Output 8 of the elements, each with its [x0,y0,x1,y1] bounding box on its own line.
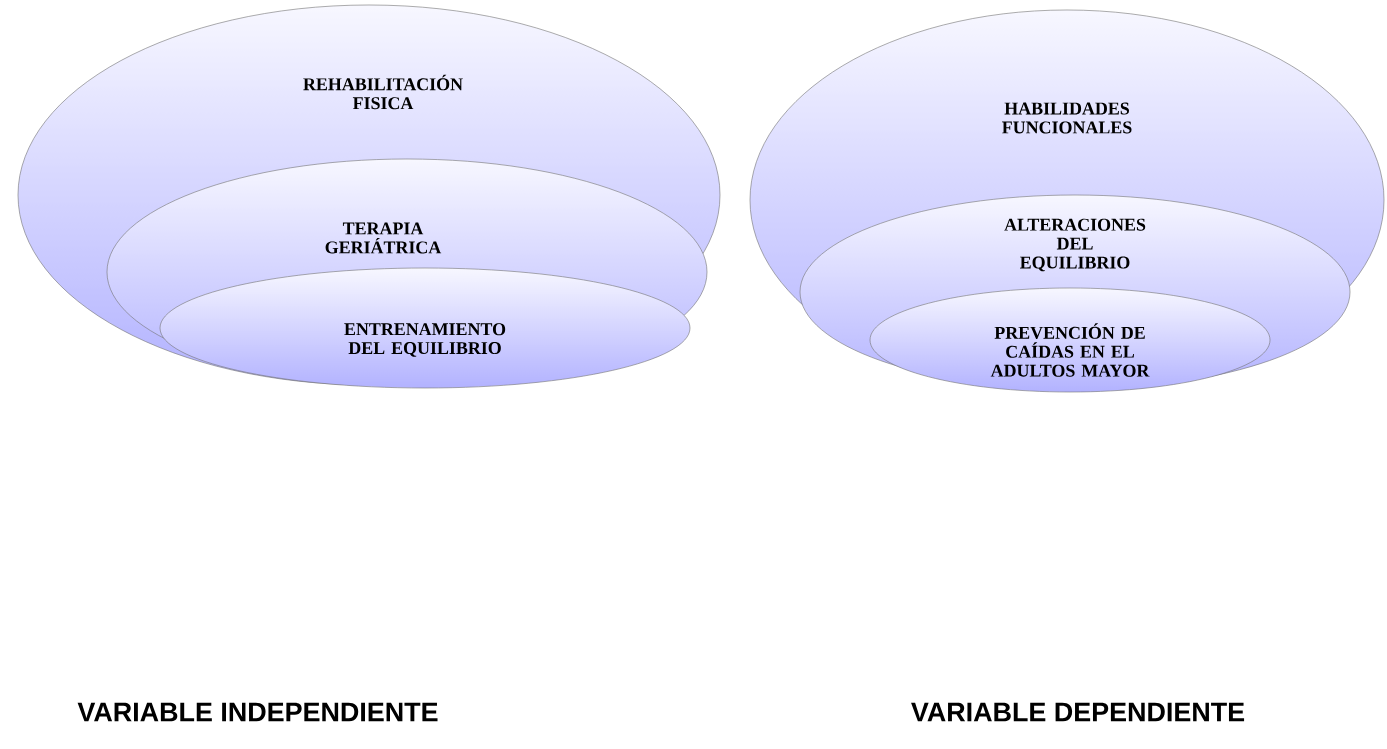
ellipse-label: HABILIDADES FUNCIONALES [1002,102,1132,134]
ellipse-label: TERAPIA GERIÁTRICA [325,222,442,254]
ellipse-label: PREVENCIÓN DE CAÍDAS EN EL ADULTOS MAYOR [990,323,1150,377]
ellipse-label: ENTRENAMIENTO DEL EQUILIBRIO [344,323,506,357]
variable-caption: VARIABLE DEPENDIENTE [911,702,1245,722]
variable-caption: VARIABLE INDEPENDIENTE [77,702,438,722]
ellipse-label: REHABILITACIÓN FISICA [303,74,463,110]
ellipse-label: ALTERACIONES DEL EQUILIBRIO [1004,218,1146,272]
